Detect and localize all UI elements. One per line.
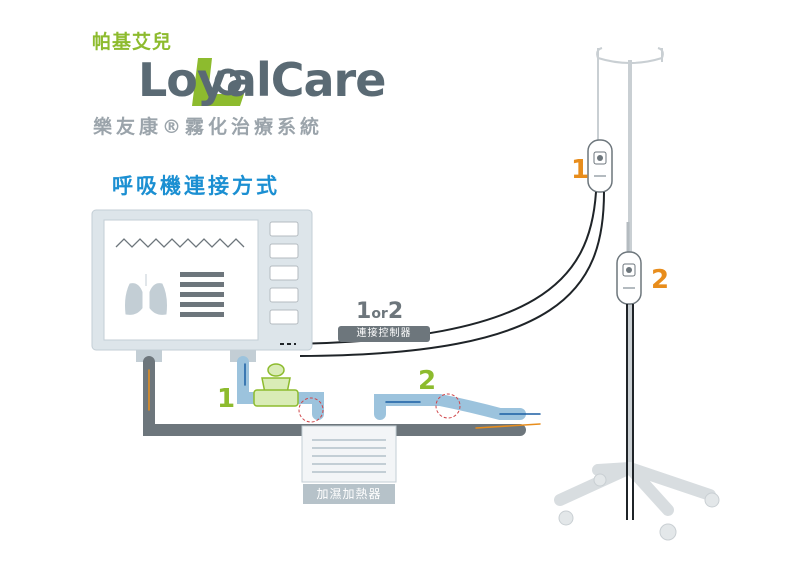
nebulizer <box>253 363 299 407</box>
product-line-title: 樂友康®霧化治療系統 <box>93 116 324 138</box>
connection-2-number: 2 <box>418 366 437 396</box>
pole-position-2-number: 2 <box>651 265 670 295</box>
controller-device-2 <box>616 251 642 305</box>
ventilator-buttons <box>269 221 299 325</box>
humidifier-label: 加濕加熱器 <box>303 484 395 504</box>
ventilator <box>91 209 313 362</box>
section-title: 呼吸機連接方式 <box>112 174 280 198</box>
brand-chinese-name: 帕基艾兒 <box>92 31 173 53</box>
display-bars <box>180 272 224 317</box>
controller-device-1 <box>587 139 613 193</box>
controller-option-1: 1 <box>356 299 372 324</box>
humidifier <box>301 425 397 483</box>
breathing-circuit <box>143 356 541 436</box>
controller-option-or: or <box>371 306 388 322</box>
lungs-icon <box>125 274 167 315</box>
iv-pole-wheels <box>558 473 720 541</box>
waveform <box>115 238 245 248</box>
loyalcare-logo-mark <box>192 58 244 106</box>
connection-1-number: 1 <box>217 384 236 414</box>
controller-option-2: 2 <box>387 299 404 324</box>
pole-position-1-number: 1 <box>571 155 590 185</box>
position-marker-2 <box>435 393 461 419</box>
logo-wordmark: LoyalCare <box>138 53 386 107</box>
position-marker-1 <box>298 397 324 423</box>
controller-option-label: 1or2 <box>356 299 403 324</box>
controller-label: 連接控制器 <box>338 326 430 342</box>
